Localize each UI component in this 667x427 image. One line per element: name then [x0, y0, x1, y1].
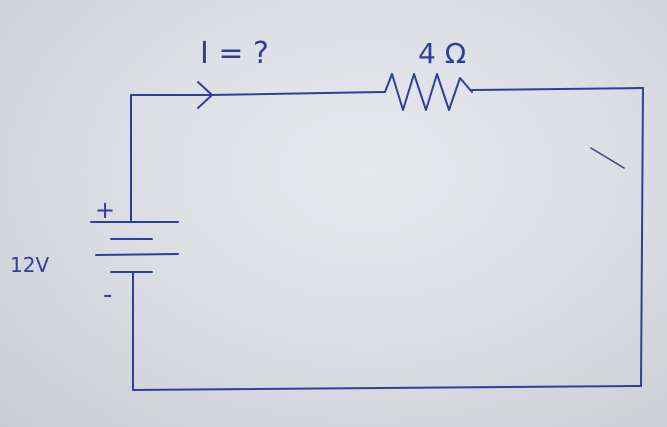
resistor-symbol	[384, 73, 473, 111]
battery-symbol	[90, 221, 179, 273]
resistance-label: 4 Ω	[418, 37, 466, 70]
current-arrow-icon	[197, 81, 213, 109]
battery-plate-long-bottom	[95, 253, 179, 256]
stray-pen-mark	[590, 147, 625, 169]
positive-terminal-label: +	[95, 196, 115, 224]
current-label: I = ?	[200, 36, 269, 71]
voltage-label: 12V	[10, 253, 49, 277]
negative-terminal-label: -	[103, 280, 112, 310]
wire-right	[640, 87, 644, 387]
wire-top-right	[471, 87, 644, 91]
wire-top-left	[130, 91, 386, 96]
wire-bottom	[132, 385, 642, 391]
